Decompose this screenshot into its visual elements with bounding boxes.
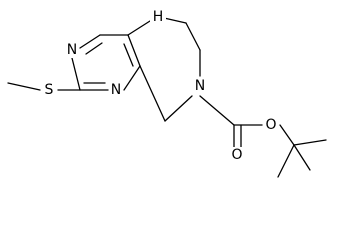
atom-n1: N: [67, 42, 77, 58]
bond-c8a-n3: [123, 65, 141, 91]
bond-oester-cquat: [279, 124, 295, 146]
bond-cquat-me3: [277, 144, 295, 178]
atom-o-carbonyl: O: [231, 147, 242, 163]
atom-n3: N: [111, 82, 121, 98]
bond-layer: [7, 17, 327, 178]
bond-c4a-c8a-inner: [123, 43, 134, 67]
atom-n-amide: N: [195, 78, 205, 94]
bond-c4a-nh: [127, 20, 151, 36]
chemical-structure: N N S H N O O: [7, 8, 327, 178]
bond-namide-ch2c: [164, 95, 193, 122]
atom-nh: H: [153, 9, 164, 25]
bond-n1-ch: [79, 34, 101, 49]
bond-n1-ch-inner: [85, 42, 103, 55]
atom-layer: N N S H N O O: [42, 8, 278, 163]
atom-o-ester: O: [265, 117, 276, 133]
bond-c4a-c8a: [127, 34, 141, 67]
bond-ch2c-c8a: [139, 65, 166, 122]
bond-cquat-me1: [293, 139, 327, 146]
bond-namide-ccarbonyl: [199, 95, 235, 126]
bond-s-ch3: [7, 82, 41, 91]
bond-ch2a-ch2b: [185, 22, 201, 51]
bond-nh-ch2a: [163, 17, 187, 24]
bond-cquat-me2: [293, 144, 311, 171]
bond-c2-n1: [71, 57, 81, 91]
atom-s: S: [45, 82, 54, 98]
